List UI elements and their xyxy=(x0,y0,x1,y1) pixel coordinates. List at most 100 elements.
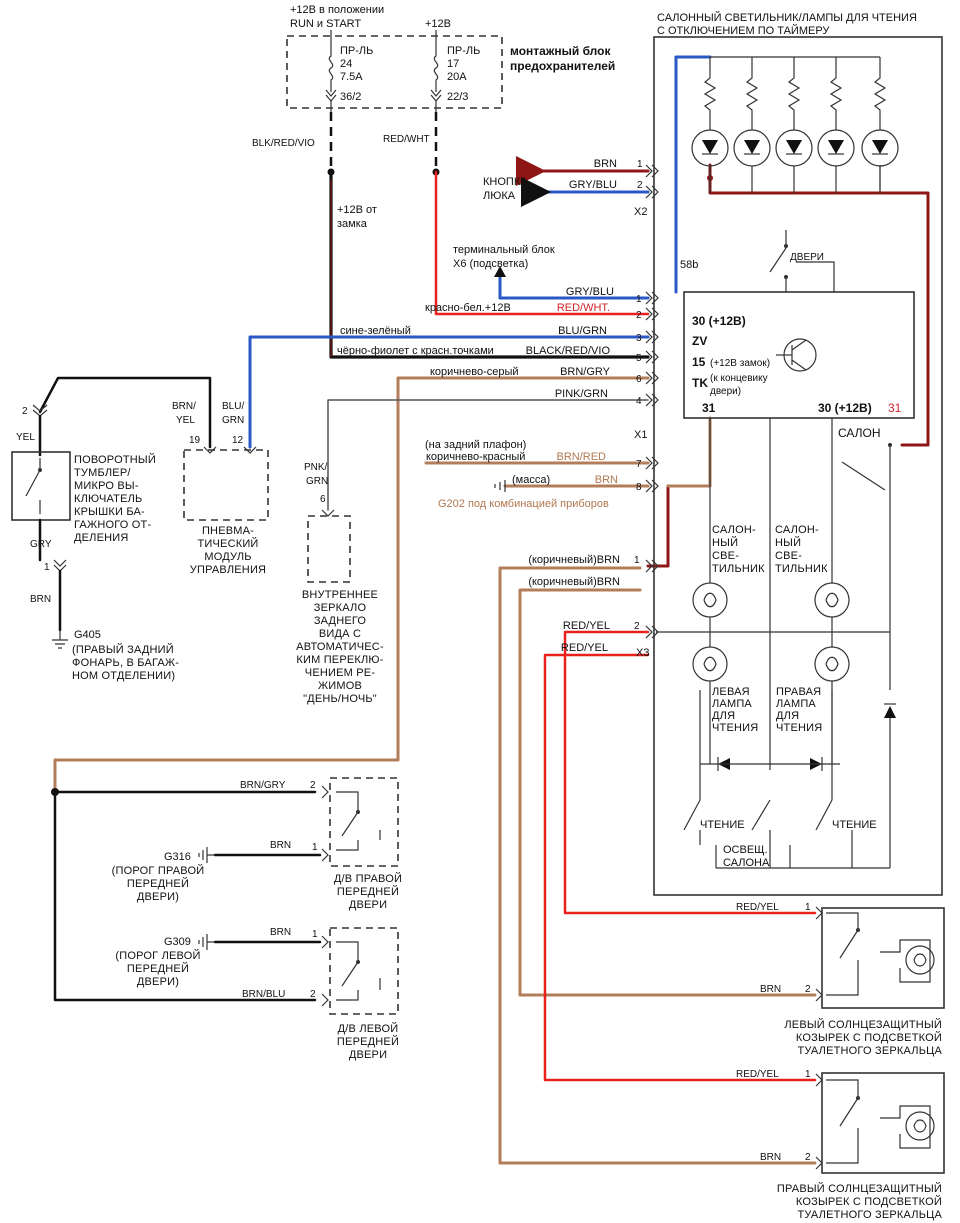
left-visor-wire-bot: BRN xyxy=(760,984,781,995)
wire-blu-grn xyxy=(248,335,650,449)
left-visor-lamp-icon xyxy=(905,945,935,975)
g202-label: G202 под комбинацией приборов xyxy=(438,498,609,510)
trunk-pin-mid: 1 xyxy=(44,562,50,573)
left-visor-pin-bot: 2 xyxy=(805,984,811,995)
read-switch-right xyxy=(815,799,853,868)
g316-ground-icon xyxy=(198,847,215,863)
salon-switch-symbol xyxy=(841,445,891,690)
lamp-right-label: ТИЛЬНИК xyxy=(775,563,828,575)
lamp-icon xyxy=(814,582,850,618)
wire-red-yel-b xyxy=(543,653,817,1082)
rear-lamp-note: (на задний плафон) xyxy=(425,439,526,451)
fuse-block: +12В в положении RUN и START +12В монтаж… xyxy=(252,4,615,230)
pin30-label: 30 (+12В) xyxy=(692,314,746,328)
right-visor-pin-bot: 2 xyxy=(805,1152,811,1163)
pintk-note: (к концевику xyxy=(710,373,768,384)
left-door-wire-top: BRN xyxy=(270,927,291,938)
resistor-icon xyxy=(829,57,843,130)
wire-gry-blu-x6 xyxy=(498,273,650,300)
pintk-label: TK xyxy=(692,376,708,390)
right-door-wire-top: BRN/GRY xyxy=(240,780,286,791)
x1-wire-label: BLU/GRN xyxy=(558,325,607,337)
trunk-switch-label: ДЕЛЕНИЯ xyxy=(74,532,129,544)
right-door-label: ПЕРЕДНЕЙ xyxy=(337,885,399,898)
g309-label: ПЕРЕДНЕЙ xyxy=(127,962,189,975)
mirror-label: АВТОМАТИЧЕС- xyxy=(296,641,384,653)
pneumo-wire-a-2: YEL xyxy=(176,415,195,426)
mirror-label: ЖИМОВ xyxy=(318,680,362,692)
trunk-switch-label: ГАЖНОГО ОТ- xyxy=(74,519,151,531)
supply-12v-label: +12В xyxy=(425,18,451,30)
pneumo-wire-a: BRN/ xyxy=(172,401,196,412)
right-door-label: Д/В ПРАВОЙ xyxy=(334,872,402,885)
read-right-label: ЛАМПА xyxy=(776,698,816,710)
pin31-left-label: 31 xyxy=(702,401,716,415)
resistor-icon xyxy=(787,57,801,130)
x1-pin-number: 4 xyxy=(636,396,642,407)
trunk-ground-label: ФОНАРЬ, В БАГАЖ- xyxy=(72,657,179,669)
diode-right-icon xyxy=(884,706,896,718)
right-door-pin-top: 2 xyxy=(310,780,316,791)
left-door-wire-bot: BRN/BLU xyxy=(242,989,285,1000)
pneumo-label: ПНЕВМА- xyxy=(202,525,254,537)
left-door-label: Д/В ЛЕВОЙ xyxy=(338,1022,399,1035)
right-visor-label: ПРАВЫЙ СОЛНЦЕЗАЩИТНЫЙ xyxy=(777,1182,942,1195)
fuse-a-symbol xyxy=(328,48,334,92)
x3-pin-number: 2 xyxy=(634,621,640,632)
x1-wire-label: BRN/GRY xyxy=(560,366,611,378)
lamp-left-label: ТИЛЬНИК xyxy=(712,563,765,575)
left-door-label: ДВЕРИ xyxy=(349,1049,387,1061)
trunk-wire-yel: YEL xyxy=(16,432,35,443)
mirror-box xyxy=(307,515,351,583)
left-door-switch: BRN 1 G309 BRN/BLU 2 (ПОРОГ ЛЕВОЙПЕРЕДНЕ… xyxy=(115,927,399,1061)
mirror-wire: PNK/ xyxy=(304,462,328,473)
read-switch-salon xyxy=(751,799,771,868)
read-right-label: ДЛЯ xyxy=(776,710,799,722)
sunroof-label: КНОПКА xyxy=(483,176,528,188)
read-left-label: ЛЕВАЯ xyxy=(712,686,750,698)
left-door-pin-bot: 2 xyxy=(310,989,316,1000)
wire-brn-x3-a xyxy=(646,484,670,568)
x1-wire-note: чёрно-фиолет с красн.точками xyxy=(337,345,494,357)
x3-pin-number: 1 xyxy=(634,555,640,566)
ignition-label: +12В от xyxy=(337,204,377,216)
trunk-pin-top: 2 xyxy=(22,406,28,417)
wire-brn-x3-c xyxy=(518,588,817,997)
fuse-a-name: ПР-ЛЬ xyxy=(340,45,373,57)
x3-wire-label-a: (коричневый)BRN xyxy=(528,554,620,566)
wire-red-wht-label: RED/WHT xyxy=(383,134,430,145)
wire-blk-red-vio-label: BLK/RED/VIO xyxy=(252,138,315,149)
read-left-label: ЧТЕНИЯ xyxy=(712,722,758,734)
pneumo-wire-b-2: GRN xyxy=(222,415,244,426)
left-visor-pin-top: 1 xyxy=(805,902,811,913)
trunk-switch-label: МИКРО ВЫ- xyxy=(74,480,139,492)
sunroof-label-2: ЛЮКА xyxy=(483,190,516,202)
mirror-label: ЗЕРКАЛО xyxy=(314,602,367,614)
pneumo-label: УПРАВЛЕНИЯ xyxy=(190,564,266,576)
trunk-switch-box xyxy=(11,451,71,521)
x1-wire-note: коричнево-серый xyxy=(430,366,519,378)
pneumo-label: ТИЧЕСКИЙ xyxy=(197,537,258,550)
resistor-icon xyxy=(873,57,887,130)
right-door-box xyxy=(329,777,399,867)
led-diode xyxy=(872,140,888,154)
fuse-b-name: ПР-ЛЬ xyxy=(447,45,480,57)
lamp-right-label: САЛОН- xyxy=(775,524,819,536)
x1-pin-number: 2 xyxy=(636,310,642,321)
led-array xyxy=(691,57,899,193)
ignition-label-2: замка xyxy=(337,218,368,230)
read-right-label: ПРАВАЯ xyxy=(776,686,821,698)
read-left-switch-label: ЧТЕНИЕ xyxy=(700,819,745,831)
supply-run-start-label: +12В в положении xyxy=(290,4,384,16)
x1-connector: 1GRY/BLU2RED/WHT.красно-бел.+12В3BLU/GRN… xyxy=(337,286,659,493)
x1-pin-number: 3 xyxy=(636,333,642,344)
mirror-pin: 6 xyxy=(320,494,326,505)
trunk-switch: 2 YEL GRY 1 BRN G405 ПОВОРОТНЫЙТУМБЛЕР/М… xyxy=(11,376,212,682)
fuse-a-number: 24 xyxy=(340,58,352,70)
read-switch-left xyxy=(683,799,701,845)
read-right-label: ЧТЕНИЯ xyxy=(776,722,822,734)
left-door-pin-top: 1 xyxy=(312,929,318,940)
module-outline xyxy=(653,36,943,896)
lamp-icon xyxy=(692,646,728,682)
